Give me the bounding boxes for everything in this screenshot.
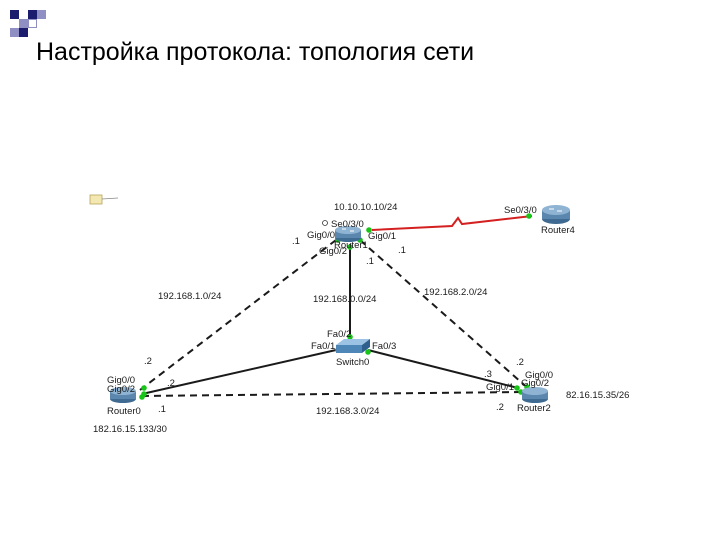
r1-gig01-label: Gig0/1 bbox=[368, 231, 396, 242]
router0-icon bbox=[110, 387, 136, 403]
r0-public-label: 182.16.15.133/30 bbox=[93, 424, 167, 435]
link-r1-r2 bbox=[359, 239, 531, 391]
r4-se-label: Se0/3/0 bbox=[504, 205, 537, 216]
link-sw-r0 bbox=[141, 349, 337, 395]
router0-label: Router0 bbox=[107, 406, 141, 417]
port-markers bbox=[139, 213, 532, 400]
sw-fa03-label: Fa0/3 bbox=[372, 341, 396, 352]
net2-label: 192.168.2.0/24 bbox=[424, 287, 487, 298]
r2-gig00-label: Gig0/0 bbox=[525, 370, 553, 381]
r1-right-host: .1 bbox=[398, 245, 406, 256]
r0-gig02-label: Gig0/2 bbox=[107, 384, 135, 395]
slide-title: Настройка протокола: топология сети bbox=[36, 38, 475, 66]
router4-label: Router4 bbox=[541, 225, 575, 236]
r0-up-host: .2 bbox=[144, 356, 152, 367]
r0-sw-host: .2 bbox=[167, 378, 175, 389]
r2-sw-host: .3 bbox=[484, 369, 492, 380]
sw-fa02-label: Fa0/2 bbox=[327, 329, 351, 340]
link-sw-r2 bbox=[367, 349, 519, 389]
router1-label: Router1 bbox=[334, 240, 368, 251]
switch0-icon bbox=[336, 339, 370, 353]
r0-gig00-label: Gig0/0 bbox=[107, 375, 135, 386]
net-serial-label: 10.10.10.10/24 bbox=[334, 202, 397, 213]
decor-square-2 bbox=[19, 10, 28, 19]
sw-fa01-label: Fa0/1 bbox=[311, 341, 335, 352]
decor-square-3 bbox=[28, 10, 37, 19]
r2-up-host: .2 bbox=[516, 357, 524, 368]
r0-bottom-host: .1 bbox=[158, 404, 166, 415]
status-icon bbox=[322, 220, 328, 226]
r1-gig02-label: Gig0/2 bbox=[319, 246, 347, 257]
link-r0-r2 bbox=[141, 391, 525, 397]
decor-square-7 bbox=[10, 28, 19, 37]
router4-icon bbox=[542, 205, 570, 224]
r2-gig02-label: Gig0/2 bbox=[521, 378, 549, 389]
serial-link bbox=[371, 215, 533, 231]
link-r1-r0 bbox=[139, 239, 337, 391]
decor-square-8 bbox=[19, 28, 28, 37]
router2-icon bbox=[522, 387, 548, 403]
r1-left-host: .1 bbox=[292, 236, 300, 247]
r2-public-label: 82.16.15.35/26 bbox=[566, 390, 629, 401]
net3-label: 192.168.3.0/24 bbox=[316, 406, 379, 417]
net0-label: 192.168.0.0/24 bbox=[313, 294, 376, 305]
note-icon bbox=[89, 194, 119, 205]
router2-label: Router2 bbox=[517, 403, 551, 414]
r2-bottom-host: .2 bbox=[496, 402, 504, 413]
net1-label: 192.168.1.0/24 bbox=[158, 291, 221, 302]
r1-se-label: Se0/3/0 bbox=[331, 219, 364, 230]
r2-gig01-label: Gig0/1 bbox=[486, 382, 514, 393]
decor-square-4 bbox=[37, 10, 46, 19]
decor-square-5 bbox=[19, 19, 28, 28]
router1-icon bbox=[335, 226, 361, 242]
decor-square-1 bbox=[10, 10, 19, 19]
decor-square-6 bbox=[28, 19, 37, 28]
r1-gig00-label: Gig0/0 bbox=[307, 230, 335, 241]
r1-down-host: .1 bbox=[366, 256, 374, 267]
switch0-label: Switch0 bbox=[336, 357, 369, 368]
